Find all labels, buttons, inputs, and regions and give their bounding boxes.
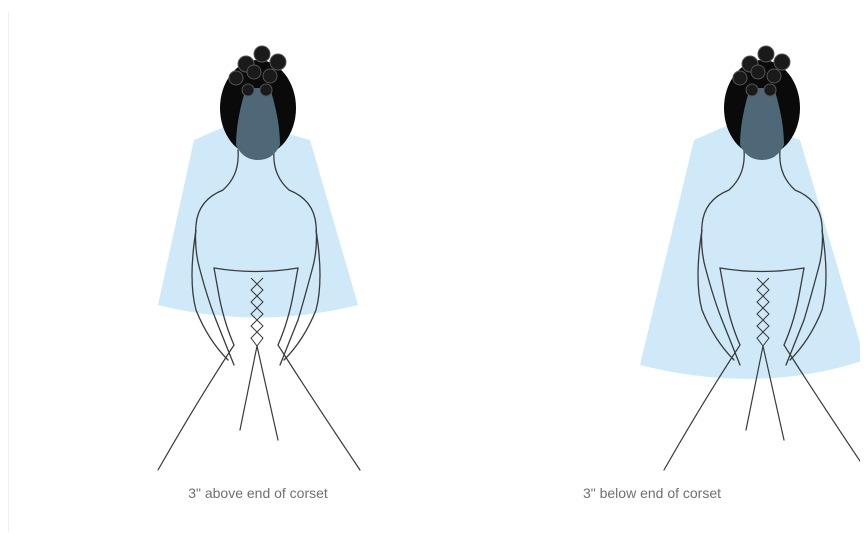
caption-below: 3" below end of corset [552, 485, 752, 501]
skirt-outline [158, 345, 360, 470]
page-edge-rule [8, 12, 9, 532]
figure-above-corset: 3" above end of corset [48, 0, 468, 545]
figure-below-corset: 3" below end of corset [440, 0, 860, 545]
bride-illustration-below [440, 0, 860, 480]
veil-long [640, 120, 860, 379]
caption-above: 3" above end of corset [48, 485, 468, 501]
bride-illustration-above [48, 0, 468, 480]
